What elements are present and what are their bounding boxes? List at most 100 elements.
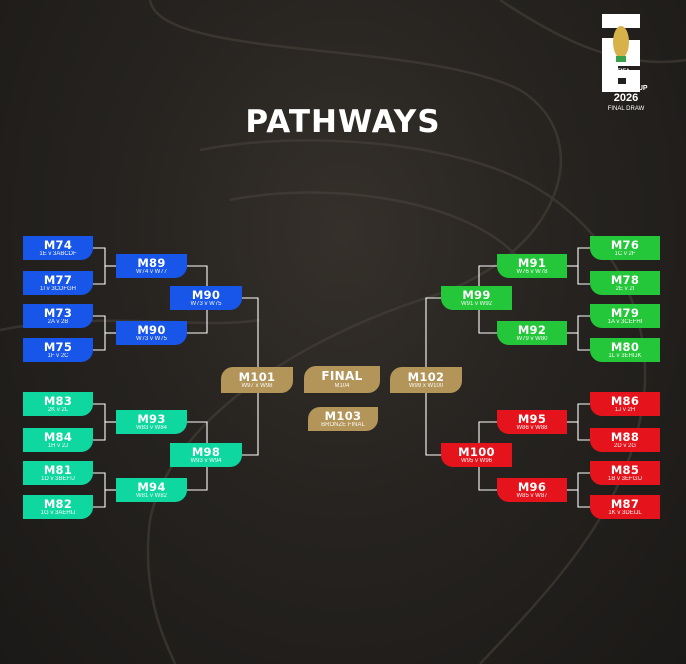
- match-m83[interactable]: M83 2K v 2L: [23, 392, 93, 416]
- match-code: M85: [610, 462, 640, 477]
- match-code: FINAL: [321, 368, 363, 383]
- match-desc: 1H v 2J: [47, 442, 69, 449]
- match-m95[interactable]: M95 W86 v W88: [497, 410, 567, 434]
- match-code: M100: [458, 444, 495, 459]
- match-code: M79: [610, 305, 640, 320]
- match-m91[interactable]: M91 W76 v W78: [497, 254, 567, 278]
- match-code: M82: [43, 496, 73, 511]
- world-cup-logo: [602, 14, 640, 92]
- page-title: PATHWAYS: [245, 104, 441, 140]
- match-code: M99: [462, 287, 491, 302]
- logo-line2: 2026: [613, 92, 639, 104]
- match-m81[interactable]: M81 1D v 3BEFIJ: [23, 461, 93, 485]
- match-desc: 1L v 3EHIJK: [608, 352, 642, 359]
- match-code: M92: [517, 322, 547, 337]
- match-desc: W81 v W82: [135, 492, 167, 499]
- match-final[interactable]: FINAL M104: [304, 366, 380, 393]
- match-desc: W73 v W75: [190, 300, 222, 307]
- match-desc: W79 v W80: [516, 335, 548, 342]
- match-code: M90: [137, 322, 166, 337]
- match-m76[interactable]: M76 1C v 2F: [590, 236, 660, 260]
- match-m77[interactable]: M77 1I v 3CDFGH: [23, 271, 93, 295]
- match-m93[interactable]: M93 W83 v W84: [116, 410, 187, 434]
- match-desc: 1E v 3ABCDF: [39, 250, 77, 257]
- match-code: M75: [43, 339, 73, 354]
- match-desc: 1J v 2H: [614, 406, 636, 413]
- match-desc: W95 v W96: [460, 457, 492, 464]
- match-code: M91: [517, 255, 547, 270]
- match-m98[interactable]: M98 W93 v W94: [170, 443, 242, 467]
- match-m90-qf[interactable]: M90 W73 v W75: [170, 286, 242, 310]
- fifa-badge: FIFA: [617, 69, 630, 75]
- match-code: M89: [137, 255, 166, 270]
- match-desc: 2D v 2G: [613, 442, 636, 449]
- match-m96[interactable]: M96 W85 v W87: [497, 478, 567, 502]
- match-desc: W99 x W100: [408, 382, 444, 389]
- match-code: M74: [43, 237, 73, 252]
- match-m82[interactable]: M82 1G v 3AEHIJ: [23, 495, 93, 519]
- match-m90[interactable]: M90 W73 v W75: [116, 321, 187, 345]
- match-desc: 1D v 3BEFIJ: [41, 475, 75, 482]
- match-m73[interactable]: M73 2A v 2B: [23, 304, 93, 328]
- match-m89[interactable]: M89 W74 v W77: [116, 254, 187, 278]
- match-desc: 1G v 3AEHIJ: [40, 509, 76, 516]
- match-m88[interactable]: M88 2D v 2G: [590, 428, 660, 452]
- match-code: M94: [137, 479, 166, 494]
- match-desc: BRONZE FINAL: [321, 421, 365, 428]
- match-desc: M104: [334, 382, 350, 389]
- match-desc: W97 x W98: [241, 382, 273, 389]
- match-m74[interactable]: M74 1E v 3ABCDF: [23, 236, 93, 260]
- match-code: M73: [43, 305, 73, 320]
- match-m102[interactable]: M102 W99 x W100: [390, 367, 462, 393]
- match-m79[interactable]: M79 1A v 3CEFHI: [590, 304, 660, 328]
- match-desc: 1K v 3DEIJL: [608, 509, 642, 516]
- match-desc: W86 v W88: [516, 424, 548, 431]
- match-m92[interactable]: M92 W79 v W80: [497, 321, 567, 345]
- match-code: M95: [517, 411, 547, 426]
- match-desc: 1I v 3CDFGH: [39, 285, 76, 292]
- match-code: M83: [43, 393, 73, 408]
- match-code: M80: [610, 339, 640, 354]
- match-m86[interactable]: M86 1J v 2H: [590, 392, 660, 416]
- match-code: M98: [191, 444, 221, 459]
- match-m99[interactable]: M99 W91 v W92: [441, 286, 512, 310]
- match-code: M78: [610, 272, 640, 287]
- match-desc: W76 v W78: [516, 268, 548, 275]
- match-code: M87: [610, 496, 640, 511]
- match-code: M101: [238, 369, 276, 384]
- match-desc: 2E v 2I: [615, 285, 635, 292]
- match-desc: W73 v W75: [135, 335, 167, 342]
- match-desc: 1A v 3CEFHI: [607, 318, 643, 325]
- match-desc: 1B v 3EFGIJ: [607, 475, 642, 482]
- match-code: M103: [324, 408, 362, 423]
- match-desc: 2A v 2B: [47, 318, 69, 325]
- match-desc: W93 v W94: [190, 457, 222, 464]
- match-desc: W91 v W92: [460, 300, 492, 307]
- match-m78[interactable]: M78 2E v 2I: [590, 271, 660, 295]
- match-desc: 1C v 2F: [614, 250, 636, 257]
- match-code: M81: [43, 462, 73, 477]
- match-code: M86: [610, 393, 640, 408]
- match-m100[interactable]: M100 W95 v W96: [441, 443, 512, 467]
- match-desc: W74 v W77: [135, 268, 167, 275]
- match-code: M90: [191, 287, 221, 302]
- match-code: M93: [137, 411, 166, 426]
- match-m80[interactable]: M80 1L v 3EHIJK: [590, 338, 660, 362]
- match-code: M77: [43, 272, 73, 287]
- match-desc: 1F v 2C: [47, 352, 69, 359]
- match-m75[interactable]: M75 1F v 2C: [23, 338, 93, 362]
- match-desc: 2K v 2L: [47, 406, 69, 413]
- match-m103[interactable]: M103 BRONZE FINAL: [308, 407, 378, 431]
- match-m85[interactable]: M85 1B v 3EFGIJ: [590, 461, 660, 485]
- logo-line1: WORLD CUP: [604, 85, 648, 92]
- match-code: M76: [610, 237, 640, 252]
- match-m101[interactable]: M101 W97 x W98: [221, 367, 293, 393]
- match-m87[interactable]: M87 1K v 3DEIJL: [590, 495, 660, 519]
- match-code: M84: [43, 429, 73, 444]
- logo-line3: FINAL DRAW: [607, 106, 645, 112]
- match-m94[interactable]: M94 W81 v W82: [116, 478, 187, 502]
- match-m84[interactable]: M84 1H v 2J: [23, 428, 93, 452]
- match-code: M88: [610, 429, 640, 444]
- match-desc: W83 v W84: [135, 424, 167, 431]
